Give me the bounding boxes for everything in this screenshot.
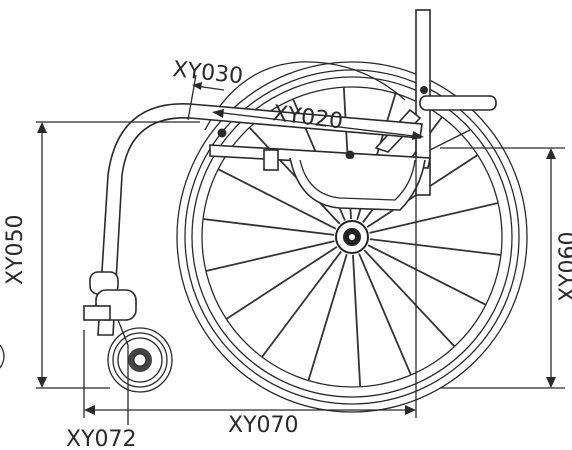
wheel-spoke: [367, 244, 487, 306]
backrest-icon: [204, 9, 497, 196]
wheel-spoke: [225, 246, 338, 320]
wheel-spoke: [217, 168, 337, 230]
wheel-spoke: [369, 238, 502, 256]
wheel-spoke: [248, 126, 341, 225]
wheel-spoke: [261, 250, 342, 358]
wheel-spoke: [202, 218, 335, 236]
wheelchair-frame: [83, 103, 431, 346]
wheel-spoke: [352, 254, 362, 387]
dimension-xy060: XY060: [440, 147, 572, 389]
label-xy060: XY060: [556, 231, 572, 302]
wheel-spoke: [307, 253, 348, 381]
dimension-xy050: XY050: [3, 121, 200, 389]
wheel-spoke: [369, 202, 499, 234]
caster-wheel-icon: [107, 327, 173, 393]
label-xy020: XY020: [271, 101, 344, 134]
dimension-xy070: XY070: [83, 140, 417, 438]
label-xy050: XY050: [3, 214, 28, 285]
label-xy070: XY070: [228, 413, 299, 438]
edge-mark: [0, 344, 5, 369]
label-xy030: XY030: [171, 57, 244, 89]
wheel-spoke: [363, 249, 456, 348]
dimension-xy072: XY072: [66, 345, 137, 450]
wheel-spoke: [205, 240, 335, 272]
label-xy072: XY072: [66, 427, 137, 450]
wheel-spoke: [358, 253, 412, 376]
